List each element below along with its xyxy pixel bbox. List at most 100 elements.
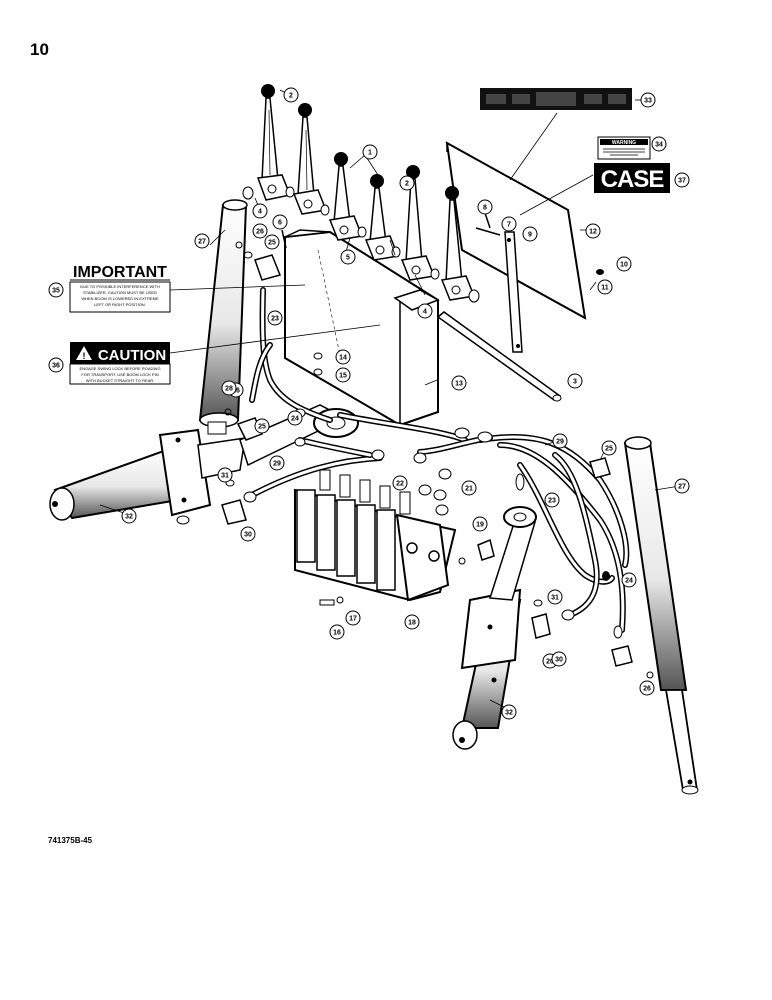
- callout-24: 24: [287, 410, 303, 426]
- case-logo: CASE: [594, 163, 670, 193]
- callout-circle: [544, 492, 560, 508]
- callout-circle: [335, 349, 351, 365]
- callout-17: 17: [345, 610, 361, 626]
- callout-2: 2: [399, 175, 415, 191]
- callout-circle: [640, 92, 656, 108]
- callout-circle: [552, 433, 568, 449]
- callout-circle: [283, 87, 299, 103]
- callout-label: 23: [271, 316, 279, 323]
- callout-7: 7: [501, 216, 517, 232]
- callout-circle: [651, 136, 667, 152]
- callout-label: 5: [346, 255, 350, 262]
- callout-3: 3: [567, 373, 583, 389]
- page-number: 10: [30, 40, 49, 59]
- callout-label: 36: [52, 363, 60, 370]
- callout-label: 18: [408, 620, 416, 627]
- callout-label: 4: [258, 209, 262, 216]
- callout-circle: [287, 410, 303, 426]
- callout-label: 4: [423, 309, 427, 316]
- callout-29: 29: [552, 433, 568, 449]
- callout-circle: [269, 455, 285, 471]
- callout-label: 29: [273, 461, 281, 468]
- callout-label: 33: [644, 98, 652, 105]
- callout-label: 25: [605, 446, 613, 453]
- callout-23: 23: [267, 310, 283, 326]
- callout-24: 24: [621, 572, 637, 588]
- callout-circle: [335, 367, 351, 383]
- figure-code: 741375B-45: [48, 836, 93, 845]
- callout-25: 25: [601, 440, 617, 456]
- callout-circle: [252, 223, 268, 239]
- callout-label: 2: [405, 181, 409, 188]
- callout-10: 10: [616, 256, 632, 272]
- left-stabilizer-cylinder: [49, 404, 359, 525]
- callout-15: 15: [335, 367, 351, 383]
- callout-35: 35: [48, 282, 64, 298]
- callout-label: 30: [555, 657, 563, 664]
- hydraulic-fittings: [221, 209, 654, 679]
- callout-2: 2: [283, 87, 299, 103]
- callout-circle: [451, 375, 467, 391]
- callout-label: 27: [198, 239, 206, 246]
- callout-33: 33: [640, 92, 656, 108]
- case-logo-text: CASE: [601, 166, 665, 193]
- callout-30: 30: [240, 526, 256, 542]
- caution-decal: ! CAUTION ENGAGE SWING LOCK BEFORE ROADI…: [69, 342, 171, 385]
- callout-label: 2: [289, 93, 293, 100]
- callout-32: 32: [501, 704, 517, 720]
- callout-12: 12: [585, 223, 601, 239]
- callout-label: 26: [256, 229, 264, 236]
- callout-label: 14: [339, 355, 347, 362]
- callout-circle: [674, 172, 690, 188]
- callout-circle: [272, 214, 288, 230]
- callout-26: 26: [252, 223, 268, 239]
- callout-circle: [461, 480, 477, 496]
- callout-8: 8: [477, 199, 493, 215]
- callout-circle: [522, 226, 538, 242]
- callout-circle: [362, 144, 378, 160]
- callout-label: 31: [221, 473, 229, 480]
- callout-4: 4: [417, 303, 433, 319]
- callout-circle: [329, 624, 345, 640]
- callout-label: 9: [528, 232, 532, 239]
- callout-circle: [194, 233, 210, 249]
- callout-circle: [639, 680, 655, 696]
- callout-label: 30: [244, 532, 252, 539]
- control-levers: [242, 84, 480, 303]
- callout-26: 26: [639, 680, 655, 696]
- rear-plate: [445, 141, 587, 320]
- callout-32: 32: [121, 508, 137, 524]
- callout-circle: [340, 249, 356, 265]
- callout-label: 32: [505, 710, 513, 717]
- callout-circle: [48, 282, 64, 298]
- svg-text:!: !: [83, 351, 86, 361]
- right-stabilizer-cylinder: [452, 506, 537, 750]
- callout-circle: [597, 279, 613, 295]
- callout-36: 36: [48, 357, 64, 373]
- callout-19: 19: [472, 516, 488, 532]
- callout-circle: [240, 526, 256, 542]
- callout-34: 34: [651, 136, 667, 152]
- callout-22: 22: [392, 475, 408, 491]
- callout-label: 24: [291, 416, 299, 423]
- callout-4: 4: [252, 203, 268, 219]
- caution-decal-line-3: WITH BUCKET STRAIGHT TO REAR.: [86, 378, 155, 383]
- decal-strip: [480, 88, 632, 110]
- callout-31: 31: [217, 467, 233, 483]
- callout-16: 16: [329, 624, 345, 640]
- important-decal-title: IMPORTANT: [73, 264, 167, 281]
- callout-circle: [345, 610, 361, 626]
- callout-label: 13: [455, 381, 463, 388]
- callout-circle: [616, 256, 632, 272]
- callout-25: 25: [264, 234, 280, 250]
- callout-30: 30: [551, 651, 567, 667]
- callout-label: 16: [333, 630, 341, 637]
- callout-circle: [252, 203, 268, 219]
- important-decal: IMPORTANT DUE TO POSSIBLE INTERFERENCE W…: [69, 264, 171, 313]
- callout-label: 6: [278, 220, 282, 227]
- callout-label: 17: [349, 616, 357, 623]
- callout-label: 1: [368, 150, 372, 157]
- callout-31: 31: [547, 589, 563, 605]
- right-upright-cylinder: [623, 436, 699, 795]
